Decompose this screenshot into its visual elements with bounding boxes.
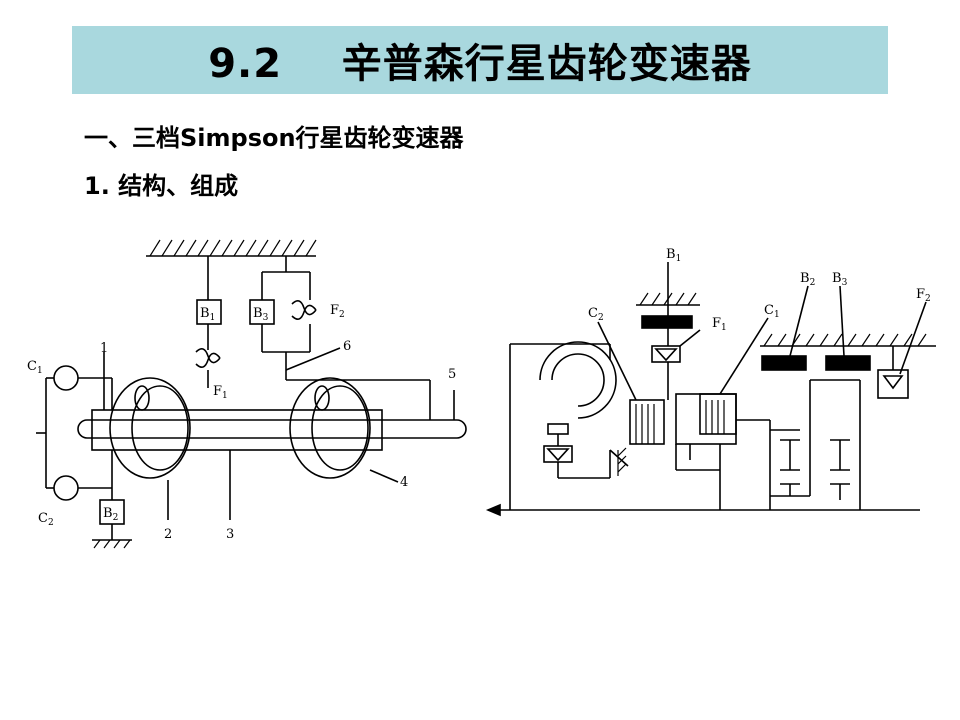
f2-label: F2 — [330, 303, 345, 320]
section-heading: 一、三档Simpson行星齿轮变速器 — [84, 124, 464, 152]
f1-label: F1 — [213, 384, 228, 401]
part-2-label: 2 — [164, 527, 172, 542]
b3-label: B3 — [253, 306, 269, 323]
part-6-label: 6 — [343, 339, 351, 354]
b2-label: B2 — [103, 506, 118, 523]
f2-label: F2 — [916, 287, 931, 304]
b1-label: B1 — [666, 247, 681, 264]
f1-label: F1 — [712, 316, 727, 333]
c2-label: C2 — [588, 306, 604, 323]
c1-label: C1 — [764, 303, 780, 320]
b1-label: B1 — [200, 306, 215, 323]
part-3-label: 3 — [226, 527, 234, 542]
c2-label: C2 — [38, 511, 54, 528]
title-bar: 9.2 辛普森行星齿轮变速器 — [72, 26, 888, 94]
part-1-label: 1 — [100, 341, 108, 356]
subsection-heading: 1. 结构、组成 — [84, 172, 239, 200]
slide-title: 9.2 辛普森行星齿轮变速器 — [208, 41, 752, 87]
b3-label: B3 — [832, 271, 848, 288]
part-4-label: 4 — [400, 475, 408, 490]
b2-label: B2 — [800, 271, 815, 288]
part-5-label: 5 — [448, 367, 456, 382]
c1-label: C1 — [27, 359, 43, 376]
